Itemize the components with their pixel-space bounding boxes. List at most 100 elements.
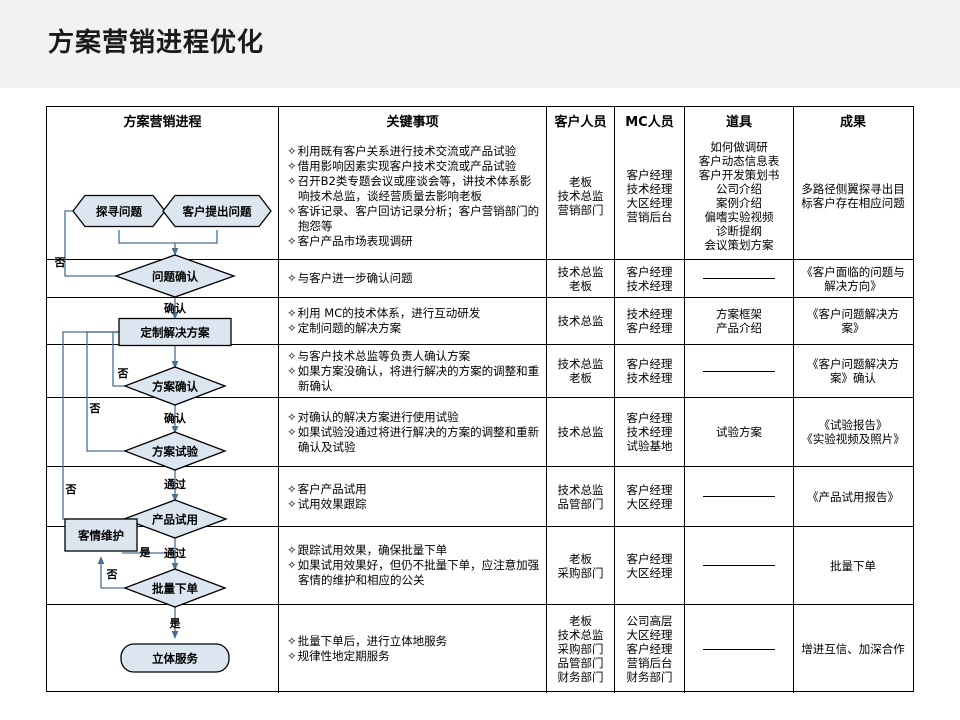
svg-text:客情维护: 客情维护 [77, 529, 124, 543]
cell-tools-line: 偏嗜实验视频 [704, 210, 774, 224]
cell-result: 多路径侧翼探寻出目标客户存在相应问题 [793, 133, 912, 259]
cell-customer-staff-line: 技术总监 [557, 482, 604, 497]
cell-mc-staff-line: 大区经理 [626, 628, 673, 642]
flow-node-confirm1[interactable]: 问题确认 [114, 254, 236, 298]
table-row: 利用既有客户关系进行技术交流或产品试验借用影响因素实现客户技术交流或产品试验召开… [47, 133, 913, 259]
cell-mc-staff-line: 大区经理 [626, 196, 673, 210]
cell-tools-line: 案例介绍 [716, 196, 762, 210]
cell-key-items: 批量下单后，进行立体地服务规律性地定期服务 [278, 605, 546, 693]
cell-result-line: 《实验视频及照片》 [801, 432, 905, 446]
cell-customer-staff-line: 财务部门 [557, 670, 604, 684]
cell-mc-staff: 客户经理技术经理 [614, 345, 684, 397]
cell-customer-staff: 老板技术总监营销部门 [546, 133, 614, 259]
cell-mc-staff-line: 客户经理 [626, 321, 673, 335]
slide-header-band: 方案营销进程优化 [0, 0, 960, 88]
cell-customer-staff: 技术总监 [546, 398, 614, 466]
cell-customer-staff-line: 老板 [569, 551, 592, 566]
key-item-line: 客诉记录、客户回访记录分析；客户营销部门的抱怨等 [287, 204, 540, 234]
key-item-line: 对确认的解决方案进行使用试验 [287, 410, 540, 425]
cell-mc-staff-line: 试验基地 [626, 439, 673, 453]
cell-result: 《客户面临的问题与解决方向》 [793, 260, 912, 297]
cell-tools [684, 467, 793, 526]
cell-tools-line: 试验方案 [716, 425, 762, 439]
cell-tools-line: 公司介绍 [716, 182, 762, 196]
cell-tools: 方案框架产品介绍 [684, 298, 793, 344]
flow-node-confirm2[interactable]: 方案确认 [123, 366, 227, 406]
table-row: 批量下单后，进行立体地服务规律性地定期服务老板技术总监采购部门品管部门财务部门公… [47, 604, 913, 693]
cell-result: 《试验报告》《实验视频及照片》 [793, 398, 912, 466]
cell-tools-line: 会议策划方案 [704, 238, 774, 252]
empty-dash [703, 496, 775, 497]
svg-text:方案确认: 方案确认 [152, 380, 198, 394]
key-item-line: 利用既有客户关系进行技术交流或产品试验 [287, 144, 540, 159]
flow-label-no5: 否 [106, 568, 118, 581]
cell-mc-staff-line: 财务部门 [626, 670, 673, 684]
flow-node-care[interactable]: 客情维护 [64, 518, 138, 552]
key-item-line: 借用影响因素实现客户技术交流或产品试验 [287, 159, 540, 174]
cell-mc-staff-line: 技术经理 [626, 425, 673, 439]
cell-result: 增进互信、加深合作 [793, 605, 912, 693]
key-item-line: 定制问题的解决方案 [287, 321, 540, 336]
column-header-res: 成果 [793, 107, 912, 133]
cell-result-line: 《试验报告》 [818, 418, 888, 432]
flow-node-explore[interactable]: 探寻问题 [72, 194, 166, 228]
cell-key-items: 利用 MC的技术体系，进行互动研发定制问题的解决方案 [278, 298, 546, 344]
cell-customer-staff: 老板采购部门 [546, 527, 614, 604]
cell-customer-staff-line: 营销部门 [557, 203, 604, 217]
key-item-line: 如果试验没通过将进行解决的方案的调整和重新确认及试验 [287, 425, 540, 455]
cell-result-line: 批量下单 [830, 558, 876, 573]
flow-label-ok2: 确认 [164, 411, 187, 425]
cell-mc-staff: 客户经理技术经理 [614, 260, 684, 297]
process-table: 方案营销进程 关键事项 客户人员 MC人员 道具 成果 利用既有客户关系进行技术… [46, 106, 914, 693]
key-item-line: 批量下单后，进行立体地服务 [287, 634, 540, 649]
flow-node-product[interactable]: 产品试用 [122, 499, 228, 539]
cell-mc-staff-line: 客户经理 [626, 551, 673, 566]
cell-mc-staff: 客户经理技术经理大区经理营销后台 [614, 133, 684, 259]
flow-node-custom[interactable]: 定制解决方案 [118, 317, 232, 347]
cell-tools-line: 诊断提纲 [716, 224, 762, 238]
key-item-line: 试用效果跟踪 [287, 497, 540, 512]
flowchart-svg: 探寻问题 客户提出问题 问题确认 定制解决方案 方案确认 方案试验 产品试用 [54, 194, 272, 673]
cell-tools-line: 产品介绍 [716, 321, 762, 335]
cell-tools [684, 527, 793, 604]
cell-customer-staff-line: 采购部门 [557, 565, 604, 580]
cell-result: 批量下单 [793, 527, 912, 604]
cell-tools-line: 方案框架 [716, 307, 762, 321]
cell-result: 《产品试用报告》 [793, 467, 912, 526]
cell-tools-line: 如何做调研 [710, 140, 768, 154]
key-item-line: 客户产品试用 [287, 482, 540, 497]
key-item-line: 规律性地定期服务 [287, 649, 540, 664]
cell-customer-staff-line: 老板 [569, 175, 592, 189]
cell-key-items: 跟踪试用效果，确保批量下单如果试用效果好，但仍不批量下单，应注意加强客情的维护和… [278, 527, 546, 604]
flow-node-service[interactable]: 立体服务 [120, 643, 230, 673]
cell-mc-staff-line: 客户经理 [626, 357, 673, 371]
flow-label-no2: 否 [117, 367, 129, 380]
table-row: 客户产品试用试用效果跟踪技术总监品管部门客户经理大区经理《产品试用报告》 [47, 466, 913, 526]
flow-node-raised[interactable]: 客户提出问题 [162, 194, 272, 228]
cell-key-items: 对确认的解决方案进行使用试验如果试验没通过将进行解决的方案的调整和重新确认及试验 [278, 398, 546, 466]
cell-mc-staff: 客户经理技术经理试验基地 [614, 398, 684, 466]
column-header-items: 关键事项 [278, 107, 546, 133]
svg-text:产品试用: 产品试用 [152, 513, 198, 527]
svg-text:方案试验: 方案试验 [152, 445, 198, 459]
svg-text:客户提出问题: 客户提出问题 [182, 205, 252, 219]
cell-result-line: 《客户问题解决方案》 [807, 307, 899, 335]
cell-tools: 如何做调研客户动态信息表客户开发策划书公司介绍案例介绍偏嗜实验视频诊断提纲会议策… [684, 133, 793, 259]
flow-node-trial[interactable]: 方案试验 [123, 431, 227, 471]
cell-mc-staff-line: 公司高层 [626, 614, 673, 628]
flowchart-container: 探寻问题 客户提出问题 问题确认 定制解决方案 方案确认 方案试验 产品试用 [47, 133, 278, 693]
cell-customer-staff-line: 技术总监 [557, 357, 604, 371]
key-item-line: 客户产品市场表现调研 [287, 234, 540, 249]
flow-node-batch[interactable]: 批量下单 [123, 568, 227, 608]
empty-dash [703, 278, 775, 279]
cell-tools [684, 345, 793, 397]
cell-customer-staff-line: 老板 [569, 371, 592, 385]
cell-result-line: 《客户面临的问题与解决方向》 [801, 264, 905, 293]
column-header-cust: 客户人员 [546, 107, 614, 133]
key-item-line: 召开B2类专题会议或座谈会等，讲技术体系影响技术总监，谈经营质量去影响老板 [287, 174, 540, 204]
cell-mc-staff-line: 技术经理 [626, 307, 673, 321]
cell-customer-staff: 技术总监 [546, 298, 614, 344]
flow-label-yes2: 是 [169, 617, 182, 630]
cell-result-line: 《产品试用报告》 [807, 489, 899, 504]
cell-customer-staff-line: 采购部门 [557, 642, 604, 656]
